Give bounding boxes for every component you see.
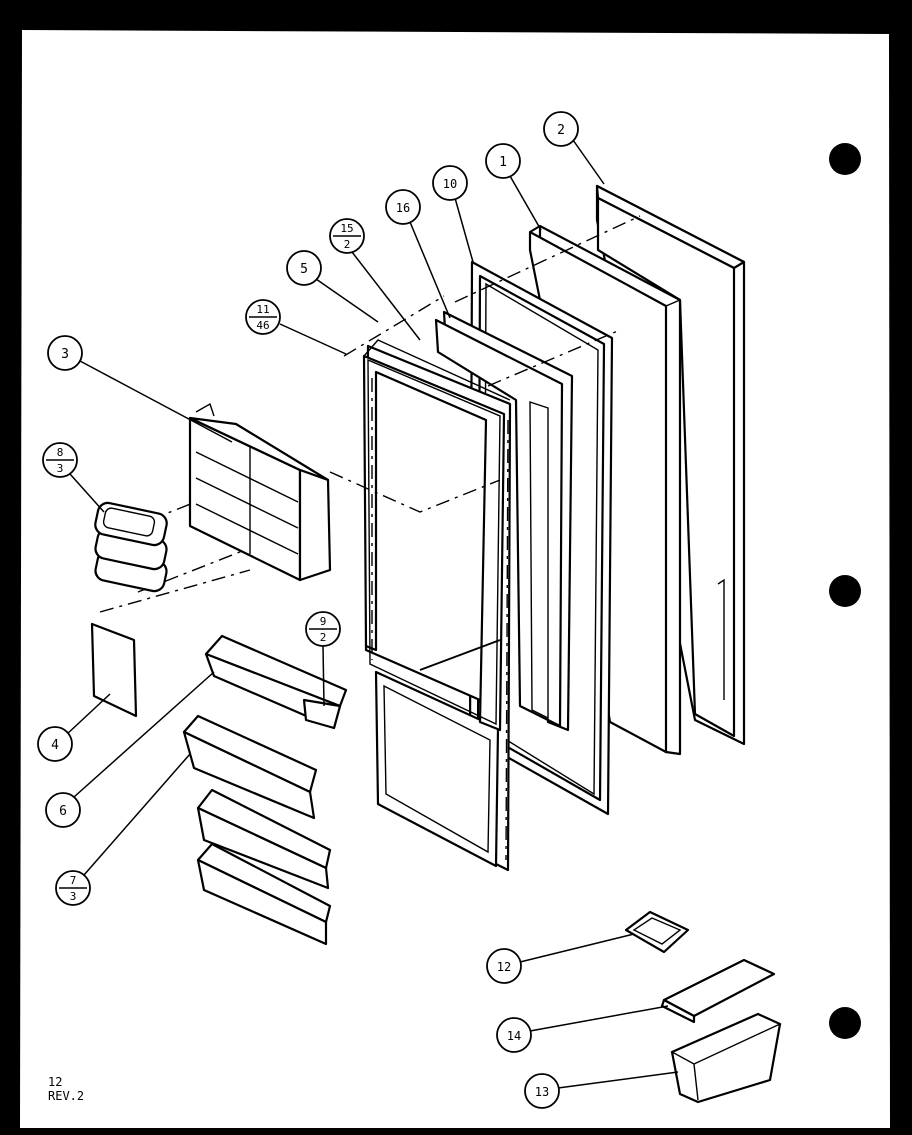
callout-16: 16 [385,189,451,319]
part-inner-door-liner [362,339,512,872]
svg-text:46: 46 [256,319,269,332]
binder-hole-middle [829,575,861,607]
svg-text:3: 3 [70,890,77,903]
callout-9-2: 9 2 [305,611,341,707]
part-breaker-strip [434,310,574,732]
callout-2: 2 [543,111,605,185]
svg-text:1: 1 [499,155,507,170]
svg-text:12: 12 [497,960,511,974]
callout-10: 10 [432,165,474,263]
svg-text:9: 9 [320,615,327,628]
svg-text:2: 2 [344,238,351,251]
svg-text:4: 4 [51,738,59,753]
part-shelf-frame [188,402,332,582]
part-cover-panel [90,622,138,718]
callout-3: 3 [47,335,233,443]
svg-text:5: 5 [300,262,308,277]
svg-text:8: 8 [57,446,64,459]
callout-11-46: 11 46 [245,299,347,355]
callout-13: 13 [524,1071,679,1109]
svg-text:2: 2 [320,631,327,644]
callout-5: 5 [286,250,379,323]
svg-text:2: 2 [557,123,565,138]
callout-7-3: 7 3 [55,753,191,906]
callout-14: 14 [496,1005,669,1053]
part-ice-tray-lid [660,958,776,1024]
callout-6: 6 [45,671,215,828]
part-door-bins [182,714,332,946]
svg-text:14: 14 [507,1029,521,1043]
callout-12: 12 [486,933,635,984]
binder-hole-top [829,143,861,175]
callout-8-3: 8 3 [42,442,105,513]
revision-label: REV.2 [48,1089,84,1103]
svg-text:7: 7 [70,874,77,887]
svg-text:11: 11 [256,303,269,316]
binder-hole-bottom [829,1007,861,1039]
svg-text:10: 10 [443,177,457,191]
callout-15-2: 15 2 [329,218,421,341]
page-number: 12 [48,1075,62,1089]
part-containers [94,501,168,593]
part-ice-bin [670,1012,782,1104]
svg-text:16: 16 [396,201,410,215]
svg-text:15: 15 [340,222,353,235]
part-small-tray [624,910,690,954]
callout-1: 1 [485,143,542,231]
svg-text:13: 13 [535,1085,549,1099]
svg-text:6: 6 [59,804,67,819]
part-small-bin [204,634,348,730]
svg-text:3: 3 [57,462,64,475]
svg-text:3: 3 [61,347,69,362]
callout-4: 4 [37,693,111,762]
